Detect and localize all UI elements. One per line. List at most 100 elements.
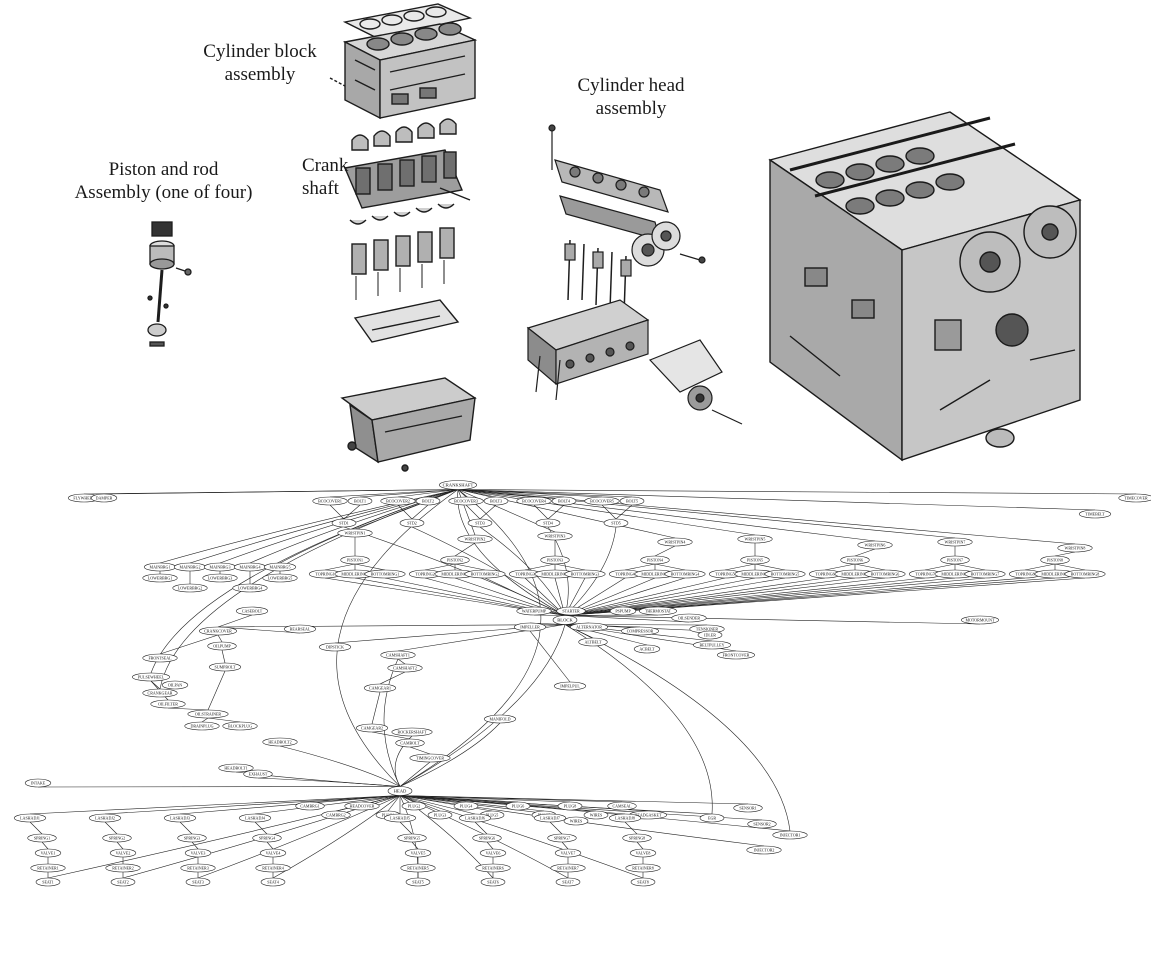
graph-node-piston7: PISTON7 xyxy=(941,556,970,564)
svg-text:STD5: STD5 xyxy=(611,521,621,526)
svg-text:CAMSHAFT1: CAMSHAFT1 xyxy=(386,653,410,658)
svg-text:SPRING5: SPRING5 xyxy=(404,836,420,841)
svg-text:RETAINER5: RETAINER5 xyxy=(407,866,428,871)
svg-text:REARSEAL: REARSEAL xyxy=(290,627,311,632)
graph-edge xyxy=(105,822,117,834)
graph-node-plug3: PLUG3 xyxy=(428,811,452,819)
graph-node-damper: DAMPER xyxy=(91,494,117,502)
svg-text:RETAINER6: RETAINER6 xyxy=(482,866,503,871)
graph-node-timingcover: TIMINGCOVER xyxy=(410,754,450,762)
svg-text:SEAT8: SEAT8 xyxy=(637,880,649,885)
graph-node-seat3: SEAT3 xyxy=(186,878,210,886)
graph-node-wires: WIRES xyxy=(564,817,588,825)
graph-edge xyxy=(42,842,48,849)
svg-text:IDLER: IDLER xyxy=(704,633,716,638)
caption-cylinder-head: Cylinder head assembly xyxy=(556,74,706,120)
svg-text:BOTTOMRING6: BOTTOMRING6 xyxy=(871,572,900,577)
graph-node-plug4: PLUG4 xyxy=(454,802,478,810)
svg-text:SPRING3: SPRING3 xyxy=(184,836,200,841)
svg-text:VALVE3: VALVE3 xyxy=(191,851,206,856)
engine-exploded-illustration xyxy=(0,0,1151,478)
graph-node-valve2: VALVE2 xyxy=(110,849,136,857)
caption-crank-shaft: Crank shaft xyxy=(302,154,362,200)
graph-edge xyxy=(616,505,632,519)
graph-node-bottomring1: BOTTOMRING1 xyxy=(365,570,405,578)
graph-edge xyxy=(955,564,985,570)
graph-edge xyxy=(548,505,564,519)
graph-edge xyxy=(410,747,430,754)
svg-text:TIMECOVER: TIMECOVER xyxy=(1124,496,1148,501)
svg-text:THERMOSTAT: THERMOSTAT xyxy=(645,609,672,614)
graph-node-waterpump: WATERPUMP xyxy=(517,607,552,615)
graph-edge xyxy=(325,564,355,570)
svg-text:INTAKE: INTAKE xyxy=(31,781,46,786)
svg-text:OILPUMP: OILPUMP xyxy=(213,644,231,649)
svg-text:RETAINER4: RETAINER4 xyxy=(262,866,283,871)
graph-node-spring6: SPRING6 xyxy=(473,834,502,842)
graph-node-bolt3: BOLT3 xyxy=(484,497,508,505)
svg-text:BOTTOMRING4: BOTTOMRING4 xyxy=(671,572,700,577)
svg-text:CRANKSHAFT: CRANKSHAFT xyxy=(443,483,474,488)
svg-text:WRISTPIN5: WRISTPIN5 xyxy=(745,537,766,542)
graph-node-bottomring5: BOTTOMRING5 xyxy=(765,570,805,578)
graph-edge xyxy=(355,564,385,570)
svg-text:EXHAUST: EXHAUST xyxy=(249,772,268,777)
svg-text:SEAT4: SEAT4 xyxy=(267,880,279,885)
graph-node-std3: STD3 xyxy=(468,519,492,527)
graph-node-std5: STD5 xyxy=(604,519,628,527)
graph-node-seat6: SEAT6 xyxy=(481,878,505,886)
graph-node-bottomring6: BOTTOMRING6 xyxy=(865,570,905,578)
svg-text:BCOCOVER5: BCOCOVER5 xyxy=(590,499,614,504)
svg-text:DIPSTICK: DIPSTICK xyxy=(326,645,344,650)
graph-node-manifold: MANIFOLD xyxy=(484,715,516,723)
graph-node-rockershaft: ROCKERSHAFT xyxy=(392,728,432,736)
svg-text:PLUG4: PLUG4 xyxy=(460,804,472,809)
svg-text:STARTER: STARTER xyxy=(562,609,580,614)
graph-node-oilpump: OILPUMP xyxy=(208,642,237,650)
graph-node-valve1: VALVE1 xyxy=(35,849,61,857)
svg-text:PISTON1: PISTON1 xyxy=(347,558,363,563)
graph-node-camshaft2: CAMSHAFT2 xyxy=(388,664,423,672)
svg-text:TOPRING5: TOPRING5 xyxy=(715,572,734,577)
graph-node-oilpan: OILPAN xyxy=(162,681,188,689)
graph-edge xyxy=(458,490,1136,495)
graph-node-seat8: SEAT8 xyxy=(631,878,655,886)
graph-node-thermostat: THERMOSTAT xyxy=(639,607,677,615)
svg-text:BOTTOMRING7: BOTTOMRING7 xyxy=(971,572,1000,577)
svg-text:IMPELPUL: IMPELPUL xyxy=(560,684,580,689)
graph-node-piston3: PISTON3 xyxy=(541,556,570,564)
graph-node-frontseal: FRONTSEAL xyxy=(143,654,178,662)
graph-node-camshaft1: CAMSHAFT1 xyxy=(381,651,416,659)
graph-node-plug8: PLUG8 xyxy=(558,802,582,810)
svg-text:ALTERNATOR: ALTERNATOR xyxy=(576,625,602,630)
svg-text:BOTTOMRING2: BOTTOMRING2 xyxy=(471,572,500,577)
svg-text:LASHADJ7: LASHADJ7 xyxy=(540,816,560,821)
graph-edge xyxy=(180,822,192,834)
svg-text:FRONTCOVER: FRONTCOVER xyxy=(723,653,750,658)
graph-edge xyxy=(755,564,785,570)
svg-text:STD2: STD2 xyxy=(407,521,417,526)
graph-node-cambolt: CAMBOLT xyxy=(396,739,425,747)
graph-node-seat7: SEAT7 xyxy=(556,878,580,886)
svg-text:LOWERBRG5: LOWERBRG5 xyxy=(268,576,292,581)
graph-node-plug6: PLUG6 xyxy=(506,802,530,810)
graph-node-lowerbrg1: LOWERBRG1 xyxy=(143,574,178,582)
svg-text:SPRING2: SPRING2 xyxy=(109,836,125,841)
graph-edge xyxy=(208,671,225,710)
graph-node-retainer7: RETAINER7 xyxy=(551,864,586,872)
graph-edge xyxy=(425,564,455,570)
graph-edge xyxy=(655,564,685,570)
svg-text:SEAT2: SEAT2 xyxy=(117,880,129,885)
svg-text:VALVE8: VALVE8 xyxy=(636,851,651,856)
svg-text:PLUG2: PLUG2 xyxy=(408,804,420,809)
graph-node-seat4: SEAT4 xyxy=(261,878,285,886)
graph-node-sensor1: SENSOR1 xyxy=(734,804,763,812)
svg-text:PLUG8: PLUG8 xyxy=(564,804,576,809)
svg-text:PISTON8: PISTON8 xyxy=(1047,558,1063,563)
graph-node-cambrg1: CAMBRG1 xyxy=(296,802,325,810)
graph-node-lowerbrg2: LOWERBRG2 xyxy=(173,584,208,592)
svg-text:VALVE5: VALVE5 xyxy=(411,851,426,856)
graph-node-dipstick: DIPSTICK xyxy=(319,643,351,651)
graph-edge xyxy=(550,822,562,834)
graph-node-compressor: COMPRESSOR xyxy=(621,627,659,635)
